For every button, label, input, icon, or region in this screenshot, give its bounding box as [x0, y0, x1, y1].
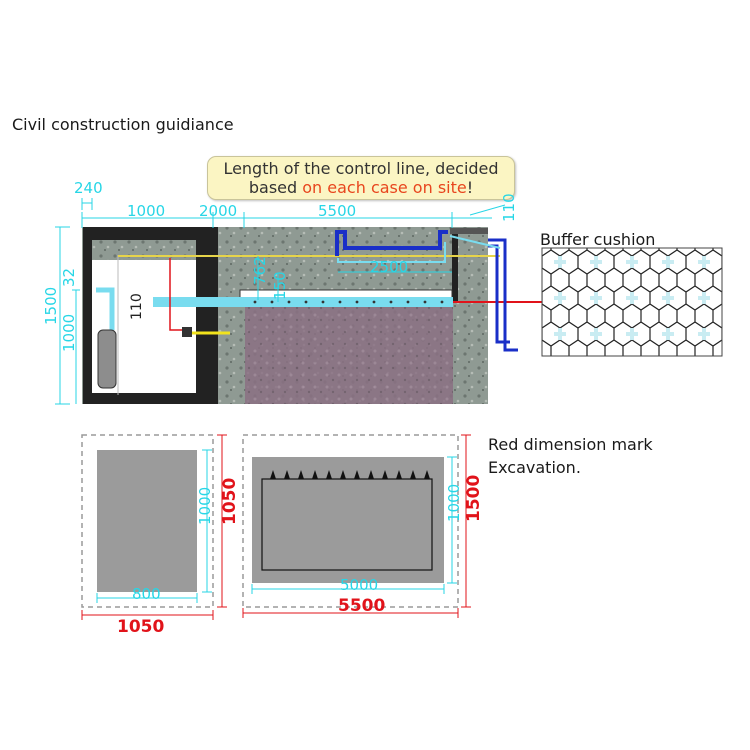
dim-5500: 5500 — [318, 202, 356, 220]
red-dimension-note: Red dimension mark Excavation. — [488, 433, 653, 479]
submersible-pump — [97, 329, 117, 389]
soil-layer — [245, 300, 453, 404]
dim-1500: 1500 — [42, 287, 60, 325]
dim-110-pipe: 110 — [129, 293, 145, 320]
inlet-hose — [449, 235, 501, 249]
red-note-line-2: Excavation. — [488, 458, 581, 477]
dim-1000: 1000 — [127, 202, 165, 220]
excavation-outline-small — [81, 434, 214, 608]
plan-large-exc-width: 5500 — [338, 596, 385, 616]
control-wire — [169, 258, 186, 331]
dim-2500: 2500 — [370, 258, 408, 276]
section-view — [82, 227, 545, 404]
main-pipe — [153, 297, 453, 307]
plan-small-exc-width: 1050 — [117, 617, 164, 637]
buffer-cushion-pattern — [541, 247, 723, 357]
control-line-callout: Length of the control line, decided base… — [207, 156, 515, 200]
excavation-outline-large — [242, 434, 459, 608]
plan-large-exc-height: 1500 — [464, 475, 484, 522]
drain-pipe-2 — [488, 244, 510, 344]
trench-area-large — [252, 457, 444, 583]
dim-1000-left: 1000 — [60, 314, 78, 352]
plan-large — [242, 434, 471, 618]
red-note-line-1: Red dimension mark — [488, 435, 653, 454]
overflow-return — [337, 242, 446, 263]
pit-right-wall — [212, 227, 218, 404]
plan-large-width: 5000 — [340, 576, 378, 594]
dim-240: 240 — [74, 179, 103, 197]
overflow-pipe — [335, 230, 448, 256]
dim-150: 150 — [271, 271, 289, 300]
pipe-loop — [261, 478, 433, 571]
pit-area-small — [97, 450, 197, 592]
float-switch — [182, 327, 192, 337]
drain-pipe-1 — [488, 238, 518, 352]
callout-line-1: Length of the control line, decided — [223, 159, 499, 178]
drip-holes — [253, 300, 444, 304]
plan-large-height: 1000 — [445, 484, 463, 522]
riser-pipe — [96, 287, 115, 330]
pipe-teeth — [270, 470, 430, 479]
right-wall — [452, 233, 458, 303]
plan-small-height: 1000 — [196, 487, 214, 525]
section-dimensions — [55, 198, 506, 405]
plan-small — [81, 434, 227, 620]
dim-2000: 2000 — [199, 202, 237, 220]
callout-line-2: based on each case on site! — [208, 178, 514, 197]
dim-762: 762 — [251, 256, 269, 285]
plan-small-width: 800 — [132, 585, 161, 603]
dim-32: 32 — [60, 268, 78, 287]
page-title: Civil construction guidiance — [12, 115, 234, 134]
buffer-cushion-label: Buffer cushion — [540, 230, 656, 249]
dim-110-top: 110 — [500, 193, 518, 222]
callout-prefix: based — [248, 178, 303, 197]
plan-small-exc-height: 1050 — [220, 478, 240, 525]
callout-highlight: on each case on site — [302, 178, 467, 197]
right-cap — [450, 228, 488, 234]
callout-suffix: ! — [466, 178, 474, 197]
